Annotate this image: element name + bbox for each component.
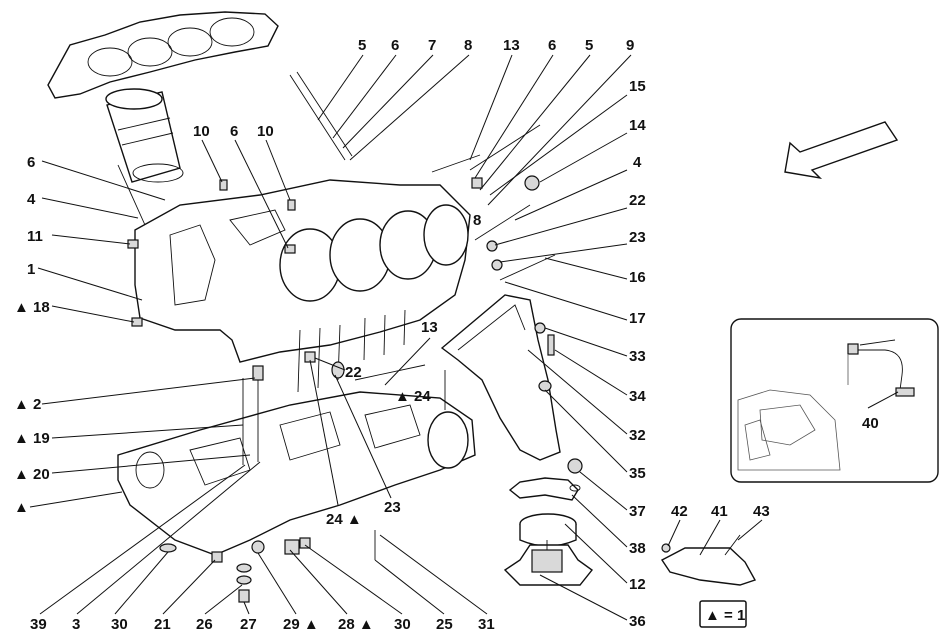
top-row-callouts: 5 6 7 8 13 6 5 9 [358, 37, 634, 54]
callout-label: 30 [111, 616, 128, 633]
inset-callouts: 40 [862, 415, 879, 432]
callout-label: 1 [27, 261, 35, 278]
bottom-row-callouts: 39 3 30 21 26 27 29 ▲ 28 ▲ 30 25 31 [30, 616, 495, 633]
callout-label: ▲ 20 [14, 466, 50, 483]
crankcase-studs [117, 71, 556, 393]
callout-label: 43 [753, 503, 770, 520]
bracket-callouts: 42 41 43 [671, 503, 770, 520]
callout-label: 23 [629, 229, 646, 246]
inset-detail-panel [730, 318, 939, 483]
callout-label: 8 [464, 37, 472, 54]
upper-crankcase-block [134, 179, 471, 363]
rubber-mount-pad [519, 513, 577, 547]
callout-label: 31 [478, 616, 495, 633]
callout-label: 32 [629, 427, 646, 444]
inner-callouts: 10 6 10 8 13 22 ▲ 24 24 ▲ 23 [193, 123, 481, 528]
callout-label: 37 [629, 503, 646, 520]
callout-label: 42 [671, 503, 688, 520]
callout-label: 12 [629, 576, 646, 593]
callout-label: 9 [626, 37, 634, 54]
callout-label: 39 [30, 616, 47, 633]
callout-label: 24 ▲ [326, 511, 362, 528]
callout-label: 25 [436, 616, 453, 633]
callout-label: 33 [629, 348, 646, 365]
callout-label: 14 [629, 117, 646, 134]
callout-label: 36 [629, 613, 646, 630]
callout-label: 29 ▲ [283, 616, 319, 633]
right-column-callouts: 15 14 4 22 23 16 17 33 34 32 35 37 38 12… [629, 78, 646, 630]
engine-mount-bracket [440, 294, 561, 461]
callout-label: 10 [193, 123, 210, 140]
callout-label: 15 [629, 78, 646, 95]
callout-label: 13 [503, 37, 520, 54]
callout-label: 17 [629, 310, 646, 327]
callout-label: ▲ 19 [14, 430, 50, 447]
callout-label: 7 [428, 37, 436, 54]
leader-lines [29, 54, 899, 621]
small-nuts-washers [127, 175, 583, 603]
callout-label: 4 [27, 191, 36, 208]
head-gasket [47, 11, 279, 99]
small-bracket [660, 534, 757, 586]
callout-label: 13 [421, 319, 438, 336]
lower-crankcase-block [117, 391, 476, 556]
callout-label: ▲ [14, 499, 29, 516]
callout-label: 23 [384, 499, 401, 516]
callout-label: 34 [629, 388, 646, 405]
callout-label: 28 ▲ [338, 616, 374, 633]
callout-label: 8 [473, 212, 481, 229]
legend-text: ▲ = 1 [705, 607, 745, 624]
callout-label: 6 [230, 123, 238, 140]
callout-label: 35 [629, 465, 646, 482]
callout-label: 5 [358, 37, 366, 54]
legend: ▲ = 1 [699, 600, 747, 628]
callout-label: 40 [862, 415, 879, 432]
callout-label: 22 [345, 364, 362, 381]
callout-label: ▲ 2 [14, 396, 41, 413]
callout-label: 5 [585, 37, 593, 54]
left-column-callouts: 6 4 11 1 ▲ 18 ▲ 2 ▲ 19 ▲ 20 ▲ [14, 154, 50, 516]
callout-label: 6 [548, 37, 556, 54]
callout-label: 4 [633, 154, 642, 171]
callout-label: 11 [27, 228, 43, 245]
arrow-left-down-icon [784, 121, 899, 180]
mount-clamp [508, 477, 579, 501]
callout-label: 30 [394, 616, 411, 633]
callout-label: 6 [391, 37, 399, 54]
callout-label: 26 [196, 616, 213, 633]
lower-crankcase-studs [242, 364, 446, 560]
callout-label: 41 [711, 503, 728, 520]
callout-label: 27 [240, 616, 257, 633]
callout-label: ▲ 24 [395, 388, 431, 405]
engine-mount-base [503, 540, 594, 586]
callout-label: 6 [27, 154, 35, 171]
callout-label: 22 [629, 192, 646, 209]
callout-label: 10 [257, 123, 274, 140]
callout-label: 3 [72, 616, 80, 633]
callout-label: 21 [154, 616, 171, 633]
cylinder-liner [105, 88, 184, 183]
callout-label: 16 [629, 269, 646, 286]
callout-label: ▲ 18 [14, 299, 50, 316]
callout-label: 38 [629, 540, 646, 557]
